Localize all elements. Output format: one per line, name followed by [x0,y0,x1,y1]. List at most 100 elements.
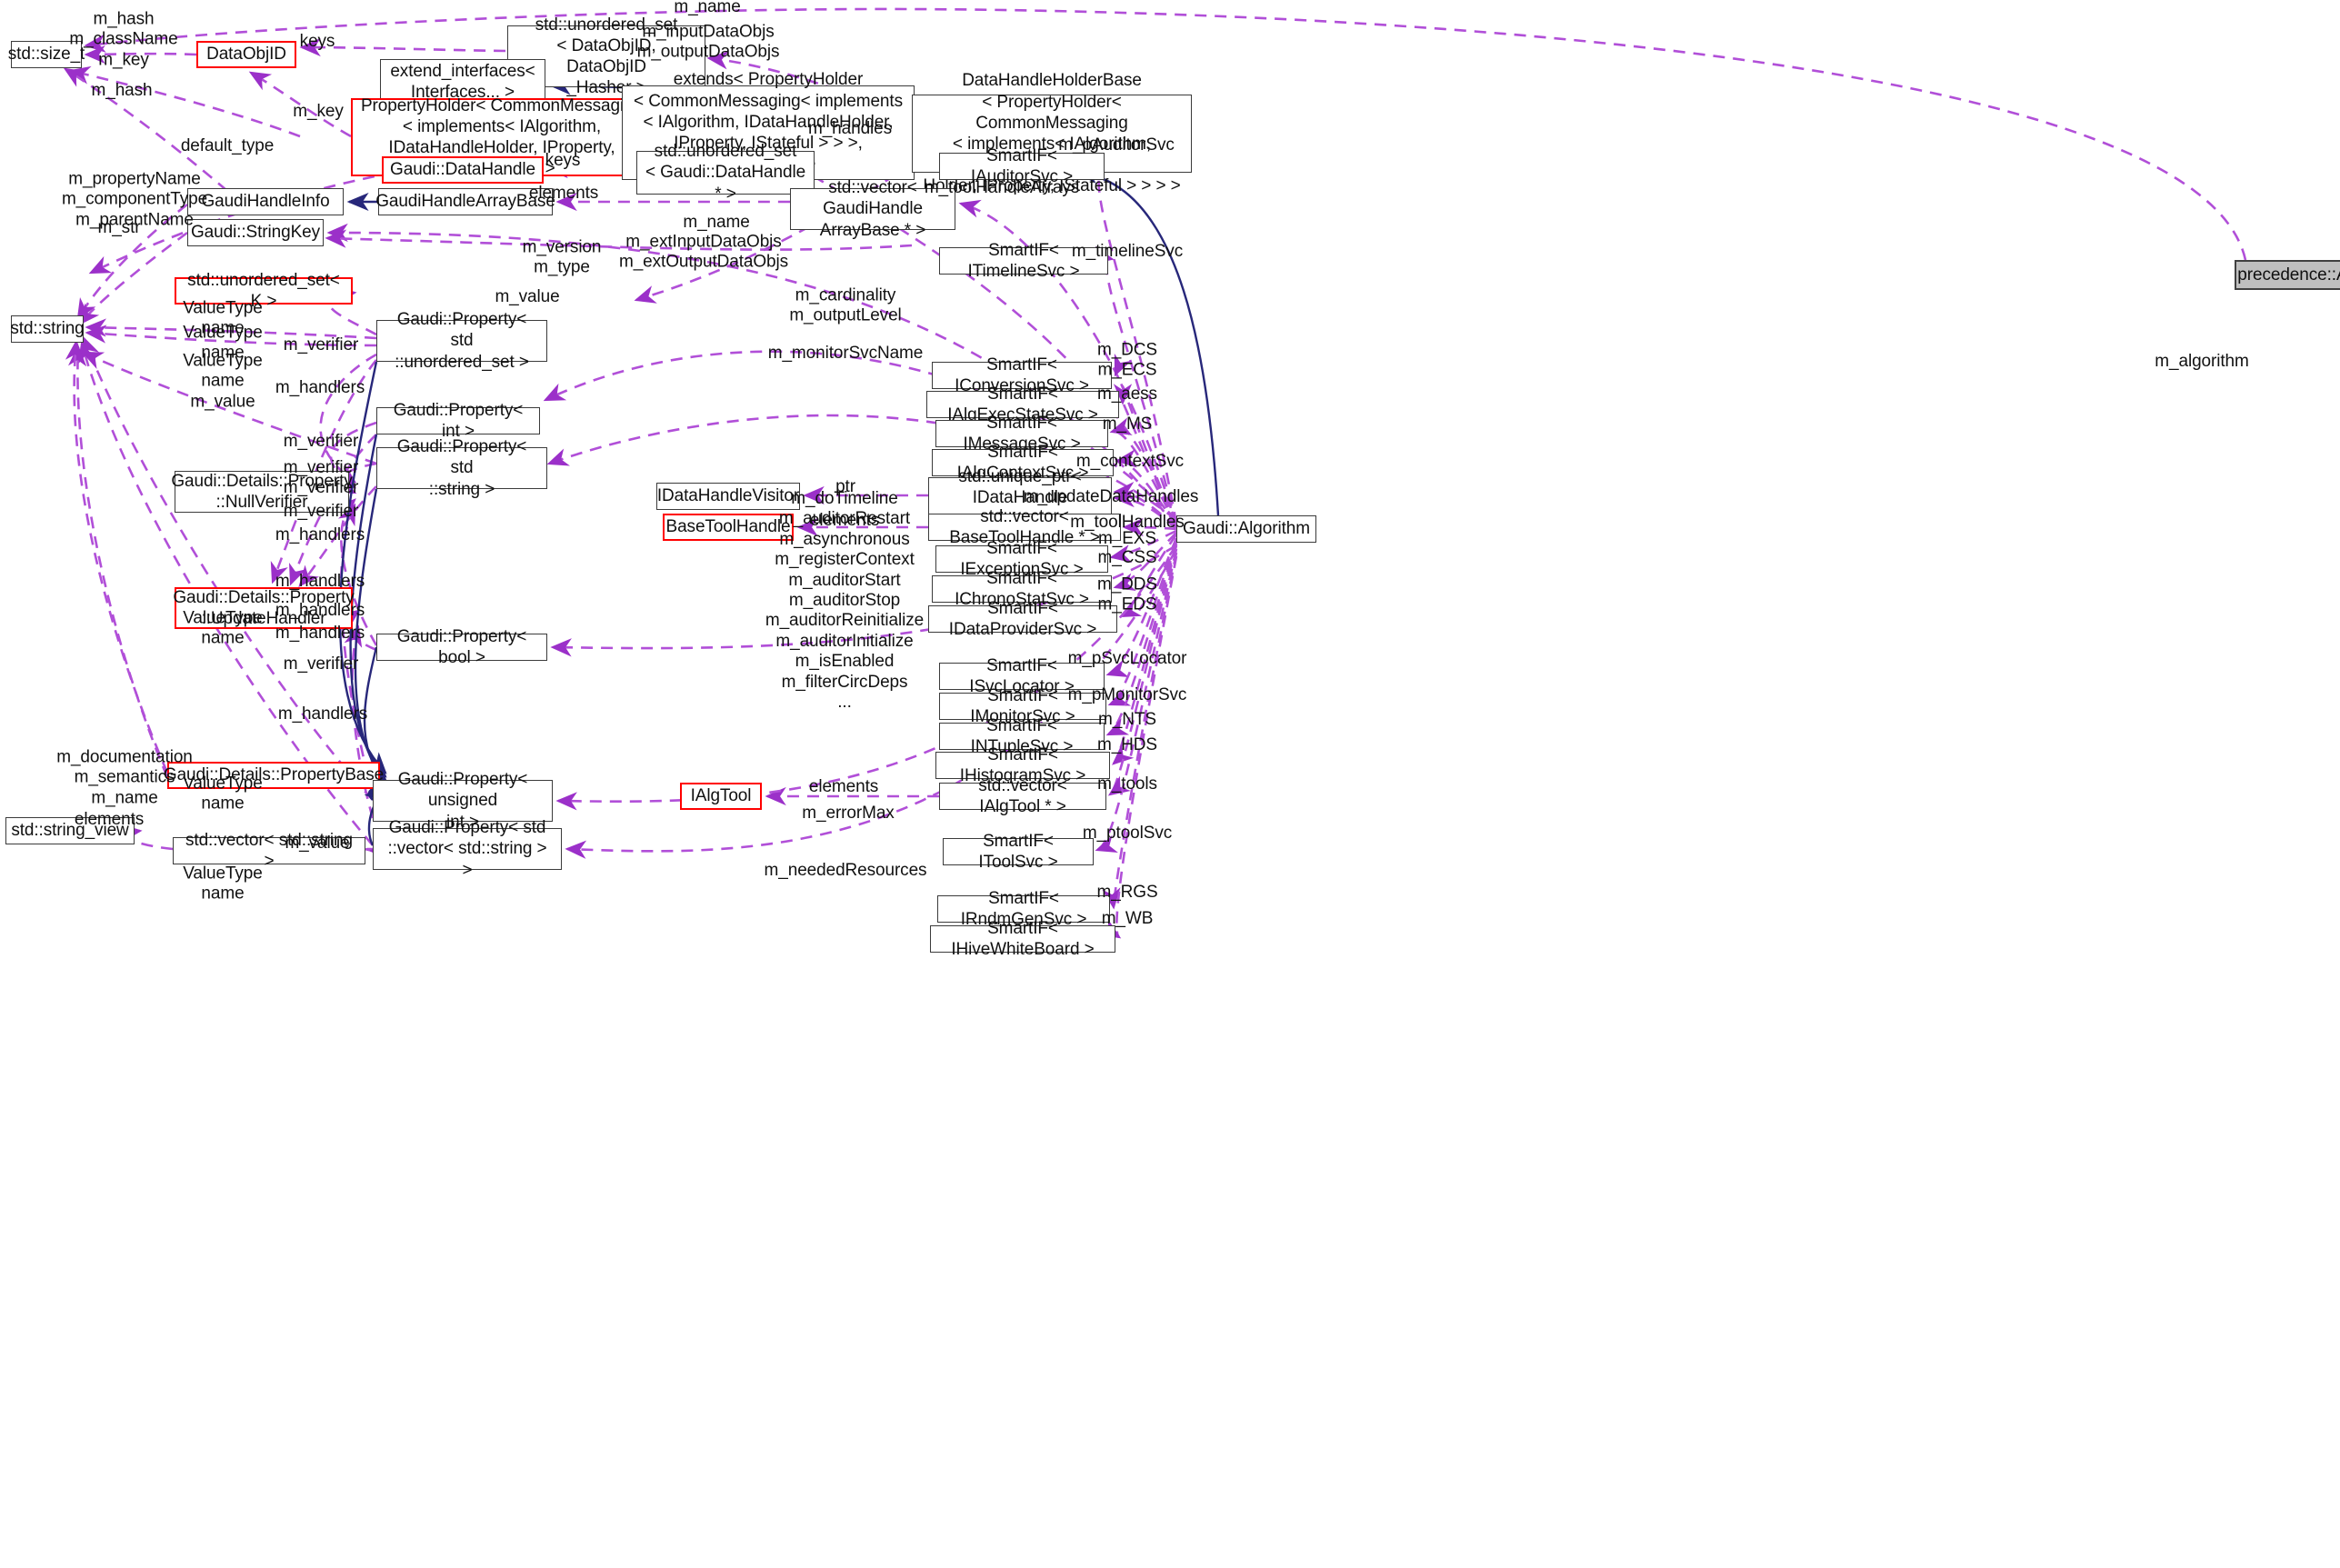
class-node-vec_string[interactable]: std::vector< std::string > [173,831,365,871]
edge-label-l_cardinality: m_cardinality m_outputLevel [789,285,902,325]
class-node-size_t[interactable]: std::size_t [8,41,85,68]
class-node-smartif_exc[interactable]: SmartIF< IExceptionSvc > [935,539,1108,579]
class-node-prop_string[interactable]: Gaudi::Property< std ::string > [376,437,547,499]
class-node-label: PropertyHolder< CommonMessaging < implem… [360,95,643,179]
class-node-prop_vecstring[interactable]: Gaudi::Property< std ::vector< std::stri… [373,818,562,880]
class-node-smartif_aess[interactable]: SmartIF< IAlgExecStateSvc > [926,385,1119,424]
class-node-label: Gaudi::Details::Property ::NullVerifier [171,471,353,512]
class-node-prop_int[interactable]: Gaudi::Property< int > [376,401,540,441]
class-node-label: SmartIF< IHistogramSvc > [959,744,1086,785]
edge-label-l_mhash2: m_hash [91,80,153,100]
edge-label-l_elements_hab: elements [528,183,599,203]
edge-label-l_elements_algtool: elements [808,776,879,796]
class-node-propertybase[interactable]: Gaudi::Details::PropertyBase [164,762,384,789]
class-node-basetoolhandle[interactable]: BaseToolHandle [663,514,794,541]
class-node-smartif_conv[interactable]: SmartIF< IConversionSvc > [932,355,1112,395]
edge-label-l_rgs: m_RGS [1096,882,1158,902]
edge-label-l_mvalue_uset: m_value [495,286,560,306]
class-node-prop_bool[interactable]: Gaudi::Property< bool > [376,627,547,667]
edge-label-l_vt1: ValueType name [183,298,263,338]
class-node-label: SmartIF< ISvcLocator > [969,655,1075,696]
edge-label-l_name_top: m_name [674,0,741,16]
edge-label-l_nts: m_NTS [1098,709,1156,729]
class-node-prop_uint[interactable]: Gaudi::Property< unsigned int > [373,770,553,832]
class-node-smartif_tool[interactable]: SmartIF< IToolSvc > [943,832,1094,872]
edge-label-l_vt6: ValueType name [183,864,263,904]
class-node-label: GaudiHandleArrayBase [375,192,555,212]
class-node-smartif_dps[interactable]: SmartIF< IDataProviderSvc > [928,599,1117,639]
class-node-algorithm[interactable]: Gaudi::Algorithm [1176,515,1316,543]
edge-label-l_mverifier1: m_verifier [283,335,359,355]
class-node-label: std::string [10,319,85,339]
class-node-vec_bth[interactable]: std::vector< BaseToolHandle * > [928,507,1121,547]
edge-label-l_tools: m_tools [1097,774,1157,794]
edge-label-l_vt5: ValueType name [183,774,263,814]
class-node-smartif_auditor[interactable]: SmartIF< IAuditorSvc > [939,146,1105,186]
class-node-label: std::vector< GaudiHandle ArrayBase * > [819,178,926,240]
class-node-smartif_msg[interactable]: SmartIF< IMessageSvc > [935,414,1108,454]
edge-label-l_mhandlers5: m_handlers [275,623,365,643]
class-node-smartif_rndm[interactable]: SmartIF< IRndmGenSvc > [937,889,1110,929]
class-node-label: BaseToolHandle [665,517,791,537]
edge-label-l_ptoolsvc: m_ptoolSvc [1082,823,1173,843]
class-node-label: SmartIF< ITimelineSvc > [967,240,1080,281]
edge-label-l_elements_str: elements [74,809,145,829]
edge-label-l_pmonitorsvc: m_pMonitorSvc [1067,684,1187,704]
edge-label-l_elements_bth: elements [809,510,880,530]
edge-label-l_psvclocator: m_pSvcLocator [1067,648,1187,668]
class-node-string[interactable]: std::string [10,315,85,343]
class-node-handleinfo[interactable]: GaudiHandleInfo [187,188,344,215]
class-node-label: std::unordered_set < Gaudi::DataHandle *… [645,142,806,204]
class-node-label: std::vector< BaseToolHandle * > [949,506,1100,547]
edge-label-l_timelinesvc: m_timelineSvc [1071,241,1184,261]
class-node-label: std::vector< IAlgTool * > [978,775,1067,816]
class-node-label: SmartIF< IRndmGenSvc > [960,888,1087,929]
class-node-smartif_histo[interactable]: SmartIF< IHistogramSvc > [935,745,1110,785]
class-node-vec_handlearr[interactable]: std::vector< GaudiHandle ArrayBase * > [790,178,955,240]
edge-label-l_mverifier6: m_verifier [283,654,359,674]
class-node-smartif_timeline[interactable]: SmartIF< ITimelineSvc > [939,241,1108,281]
edge-label-l_keys_dh: keys [545,150,581,170]
edge-label-l_mhandlers2: m_handlers [275,524,365,544]
class-node-label: SmartIF< IChronoStatSvc > [955,568,1089,609]
class-node-extendif[interactable]: extend_interfaces< Interfaces... > [380,59,545,105]
class-node-uset_k[interactable]: std::unordered_set< K > [175,271,353,311]
class-node-uset_dh[interactable]: std::unordered_set < Gaudi::DataHandle *… [636,142,815,204]
class-node-label: precedence::AlgoProps [2237,265,2340,285]
class-node-nullverifier[interactable]: Gaudi::Details::Property ::NullVerifier [171,471,353,513]
class-node-dhholderbase[interactable]: DataHandleHolderBase < PropertyHolder< C… [912,71,1192,195]
class-node-dataobjid[interactable]: DataObjID [196,41,296,68]
class-node-smartif_ntuple[interactable]: SmartIF< INTupleSvc > [939,716,1105,756]
class-node-ialgtool[interactable]: IAlgTool [680,783,762,810]
class-node-dhvisitor[interactable]: IDataHandleVisitor [656,483,800,510]
class-node-datahandle[interactable]: Gaudi::DataHandle [382,156,544,184]
class-node-string_view[interactable]: std::string_view [5,817,135,844]
class-node-prop_uset[interactable]: Gaudi::Property< std ::unordered_set > [376,310,547,372]
class-node-handlearray[interactable]: GaudiHandleArrayBase [375,188,555,215]
class-node-label: Gaudi::Details::PropertyBase [163,765,385,785]
edge-label-l_wb: m_WB [1101,908,1154,928]
class-node-label: Gaudi::Property< int > [393,400,524,441]
class-node-uset_objid[interactable]: std::unordered_set < DataObjID, DataObjI… [507,15,705,97]
class-node-vec_ialgtool[interactable]: std::vector< IAlgTool * > [939,776,1106,816]
edge-label-l_mdoc: m_documentation m_semantics m_name [56,747,193,808]
edge-label-l_mverifier2: m_verifier [283,431,359,451]
class-node-smartif_chrono[interactable]: SmartIF< IChronoStatSvc > [932,569,1112,609]
class-node-algoprops[interactable]: precedence::AlgoProps [2235,260,2340,290]
class-node-smartif_mon[interactable]: SmartIF< IMonitorSvc > [939,686,1106,726]
edge-label-l_vt4: ValueType name [183,608,263,648]
edge-label-l_version_type: m_version m_type [522,237,602,277]
class-node-stringkey[interactable]: Gaudi::StringKey [187,219,324,246]
edge-label-l_mkey: m_key [293,101,344,121]
class-node-label: DataObjID [206,45,286,65]
edge-label-l_extinput: m_extInputDataObjs m_extOutputDataObjs [618,232,789,272]
class-node-smartif_hive[interactable]: SmartIF< IHiveWhiteBoard > [930,919,1115,959]
edge-label-l_mverifier4: m_verifier [283,477,359,497]
class-node-smartif_svcloc[interactable]: SmartIF< ISvcLocator > [939,656,1105,696]
edge-label-l_errormax: m_errorMax [802,803,895,823]
class-node-label: SmartIF< IConversionSvc > [955,355,1089,395]
edge-label-l_monitorsvcname: m_monitorSvcName [767,343,924,363]
class-node-label: IDataHandleVisitor [656,486,800,506]
class-node-updatehandler[interactable]: Gaudi::Details::Property ::UpdateHandler [173,587,355,629]
